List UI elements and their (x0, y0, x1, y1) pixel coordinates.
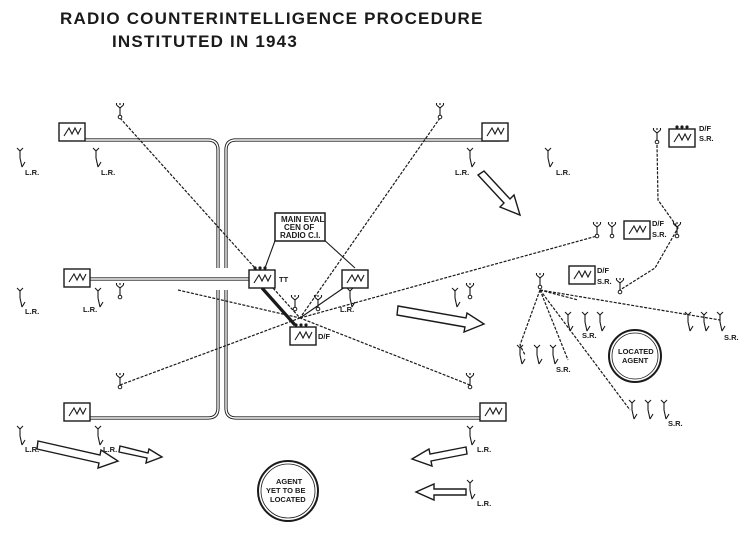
lr-label-5: L.R. (25, 307, 39, 316)
central-box-line-2: CEN OF (284, 223, 314, 232)
df-label-low: D/F (597, 266, 610, 275)
lr-label-9: L.R. (103, 445, 117, 454)
sr-receivers: S.R. S.R. S.R. S.R. (516, 311, 739, 428)
lr-receivers: L.R. L.R. L.R. L.R. L.R. L.R. L.R. L.R. … (16, 147, 570, 508)
sr-label-c: S.R. (724, 333, 739, 342)
lr-label-1: L.R. (25, 168, 39, 177)
title-line-1: RADIO COUNTERINTELLIGENCE PROCEDURE (60, 9, 484, 28)
station-center-east (341, 269, 369, 289)
arrow-down-right-upper (476, 170, 522, 217)
lr-label-10: L.R. (477, 445, 491, 454)
sr-label-d: S.R. (668, 419, 683, 428)
df-label-mid: D/F (652, 219, 665, 228)
located-agent-line-1: LOCATED (618, 347, 654, 356)
located-agent: LOCATED AGENT (608, 329, 662, 383)
unlocated-agent-line-1: AGENT (276, 477, 303, 486)
arrow-right-center (396, 305, 486, 334)
title-line-2: INSTITUTED IN 1943 (112, 32, 298, 51)
located-agent-line-2: AGENT (622, 356, 649, 365)
radio-links (119, 117, 721, 411)
station-se (479, 402, 507, 422)
unlocated-agent: AGENT YET TO BE LOCATED (257, 460, 319, 522)
main-evaluation-center: MAIN EVAL CEN OF RADIO C.I. (274, 212, 326, 242)
lr-label-2: L.R. (101, 168, 115, 177)
center-df-label: D/F (318, 332, 331, 341)
central-box-line-3: RADIO C.I. (280, 231, 320, 240)
right-df-stations: D/F S.R. D/F S.R. D/F S.R. (568, 124, 714, 286)
arrow-right-lower-2 (118, 445, 164, 465)
monitoring-stations (58, 122, 509, 422)
sr-label-top: S.R. (699, 134, 714, 143)
lr-label-6: L.R. (83, 305, 97, 314)
station-ne (481, 122, 509, 142)
lr-label-4: L.R. (556, 168, 570, 177)
sr-label-mid: S.R. (652, 230, 667, 239)
arrow-left-lower-1 (410, 446, 468, 468)
station-sw (63, 402, 91, 422)
sr-label-a: S.R. (556, 365, 571, 374)
arrow-left-lower-2 (414, 482, 467, 502)
tt-label: TT (279, 275, 289, 284)
lr-label-3: L.R. (455, 168, 469, 177)
station-nw (58, 122, 86, 142)
sr-label-b: S.R. (582, 331, 597, 340)
trunk-network (82, 138, 500, 420)
lr-label-11: L.R. (477, 499, 491, 508)
central-box-line-1: MAIN EVAL (281, 215, 325, 224)
center-df-station: D/F (289, 294, 331, 346)
direction-arrows (36, 170, 522, 502)
lr-label-7: L.R. (340, 305, 354, 314)
tt-station: TT (248, 266, 289, 289)
unlocated-agent-line-2: YET TO BE (266, 486, 305, 495)
arrow-right-lower-1 (36, 440, 120, 470)
df-label-top: D/F (699, 124, 712, 133)
sr-label-low: S.R. (597, 277, 612, 286)
lr-label-8: L.R. (25, 445, 39, 454)
station-w (63, 268, 91, 288)
unlocated-agent-line-3: LOCATED (270, 495, 306, 504)
